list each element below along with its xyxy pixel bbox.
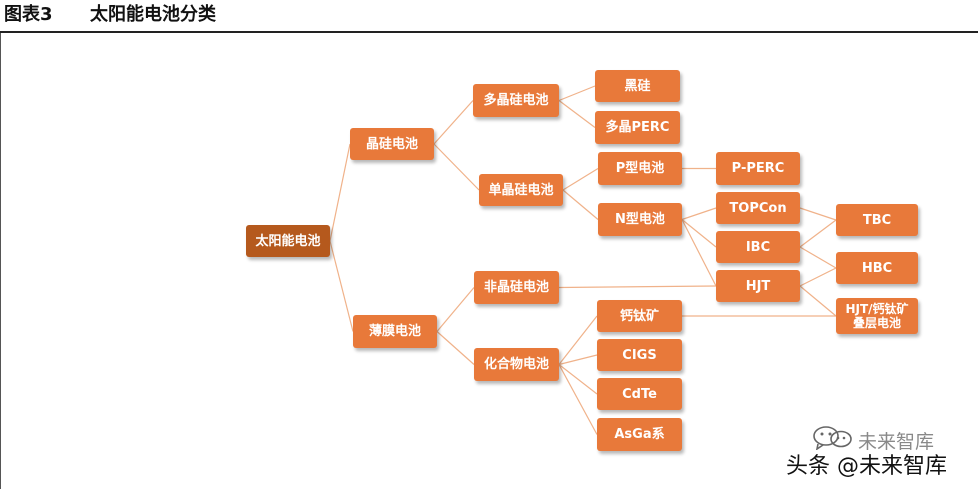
- connector-root-thin_film: [329, 240, 354, 332]
- node-n-type: N型电池: [598, 203, 682, 236]
- node-thin-film: 薄膜电池: [353, 315, 437, 348]
- node-crystalline: 晶硅电池: [350, 128, 434, 160]
- node-asga: AsGa系: [597, 418, 682, 451]
- figure-title-text: 太阳能电池分类: [90, 4, 216, 25]
- connector-n_type-hjt: [681, 219, 717, 287]
- watermark-account: 未来智库: [858, 431, 935, 453]
- figure-number: 图表3: [4, 4, 53, 25]
- connector-thin_film-compound: [436, 331, 475, 365]
- connector-mono-p_type: [562, 167, 599, 191]
- node-multi-perc: 多晶PERC: [595, 111, 680, 144]
- connector-mono-n_type: [562, 189, 599, 220]
- connector-ibc-tbc: [799, 219, 837, 248]
- node-p-perc: P-PERC: [716, 152, 800, 185]
- node-hjt-perovskite: HJT/钙钛矿 叠层电池: [836, 298, 918, 334]
- connector-multi-black_si: [558, 85, 596, 102]
- connector-compound-cdte: [558, 364, 598, 395]
- connector-topcon-tbc: [799, 207, 837, 221]
- node-cigs: CIGS: [597, 339, 682, 371]
- node-amorphous: 非晶硅电池: [474, 271, 559, 304]
- watermark-source: 头条 @未来智库: [786, 454, 947, 479]
- connector-compound-cigs: [558, 354, 598, 366]
- connector-compound-asga: [558, 364, 598, 435]
- node-mono: 单晶硅电池: [479, 174, 563, 206]
- connector-hjt-hbc: [799, 267, 837, 287]
- node-root: 太阳能电池: [246, 225, 330, 257]
- connector-multi-multi_perc: [558, 100, 596, 128]
- figure-title: 图表3 太阳能电池分类: [4, 4, 216, 26]
- connector-ibc-hbc: [799, 246, 837, 269]
- connector-thin_film-amorphous: [436, 287, 475, 332]
- connector-n_type-ibc: [681, 219, 717, 248]
- title-rule: [0, 31, 978, 33]
- wechat-icon: [813, 426, 852, 450]
- node-cdte: CdTe: [597, 378, 682, 410]
- connector-crystalline-multi: [433, 100, 474, 145]
- node-compound: 化合物电池: [474, 348, 559, 381]
- connector-hjt-hjt_perovskite: [799, 285, 837, 317]
- connector-root-crystalline: [329, 143, 351, 242]
- connector-compound-perovskite: [558, 315, 598, 365]
- left-border: [0, 33, 1, 489]
- node-tbc: TBC: [836, 204, 918, 236]
- node-hjt: HJT: [716, 270, 800, 302]
- node-black-si: 黑硅: [595, 70, 680, 102]
- node-perovskite: 钙钛矿: [597, 300, 682, 332]
- node-topcon: TOPCon: [716, 192, 800, 224]
- node-ibc: IBC: [716, 231, 800, 263]
- connector-crystalline-mono: [433, 143, 480, 191]
- node-multi: 多晶硅电池: [473, 84, 559, 117]
- connector-amorphous-hjt: [558, 285, 717, 289]
- node-hbc: HBC: [836, 252, 918, 284]
- node-p-type: P型电池: [598, 152, 682, 185]
- connector-n_type-topcon: [681, 207, 717, 221]
